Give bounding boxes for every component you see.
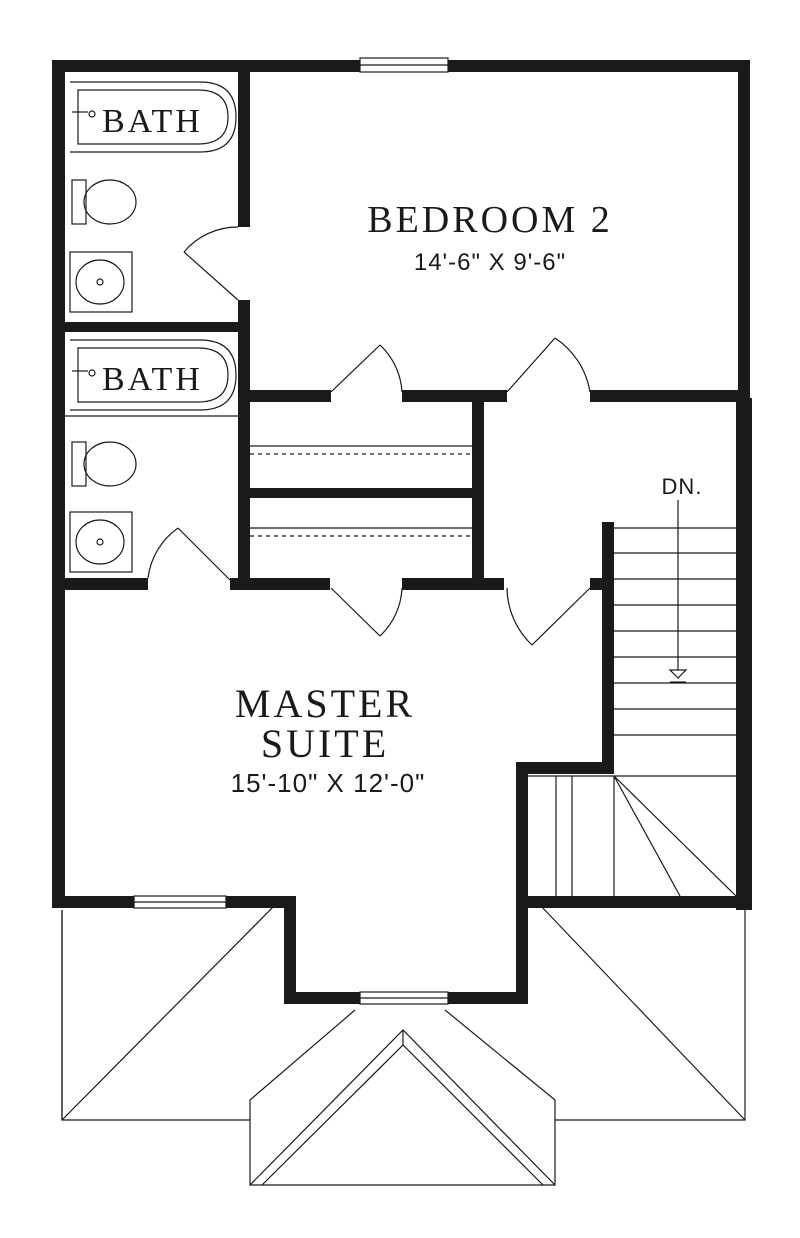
stairs-dn-label: DN. <box>662 474 703 499</box>
roof-outline <box>61 899 746 1186</box>
exterior-walls <box>52 60 752 1004</box>
bedroom2-label: BEDROOM 2 <box>367 199 613 241</box>
upper-bath-label: BATH <box>102 103 203 140</box>
lower-toilet-icon <box>71 441 137 487</box>
lower-bath-fixtures <box>65 339 238 417</box>
master-suite-label-line1: MASTER <box>235 681 415 726</box>
bedroom2-dims: 14'-6" X 9'-6" <box>414 249 566 276</box>
upper-toilet-icon <box>71 179 137 225</box>
lower-sink-icon <box>69 511 133 573</box>
upper-bath-fixtures <box>70 81 237 153</box>
doors <box>147 226 591 646</box>
interior-walls <box>52 72 750 908</box>
windows <box>133 57 449 1005</box>
upper-sink-icon <box>69 251 133 313</box>
lower-bath-label: BATH <box>102 361 203 398</box>
staircase <box>528 500 737 897</box>
master-suite-dims: 15'-10" X 12'-0" <box>231 768 426 798</box>
master-suite-label-line2: SUITE <box>261 721 389 766</box>
closet-shelves <box>250 445 472 537</box>
